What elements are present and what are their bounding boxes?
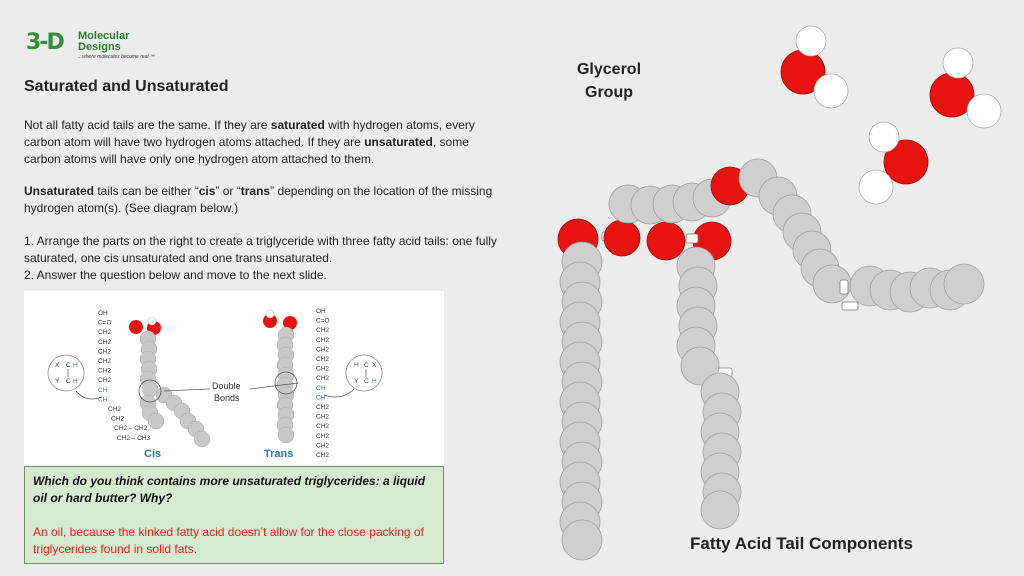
formula-line: CH2 [316, 346, 329, 353]
formula-line: CH2 [316, 423, 329, 430]
glycerol-hydroxyl-1[interactable] [780, 25, 849, 109]
logo: 3-D Molecular Designs ...where molecules… [26, 28, 155, 64]
formula-line: CH2 [316, 433, 329, 440]
cis-label: Cis [144, 448, 161, 460]
svg-text:H: H [73, 362, 78, 369]
bold-saturated: saturated [270, 118, 325, 132]
instructions: 1. Arrange the parts on the right to cre… [24, 233, 504, 284]
logo-mark: 3-D [26, 30, 65, 55]
text-span: ” depending on the location of the missi… [24, 184, 493, 215]
formula-line: CH [316, 385, 326, 392]
formula-line: CH2 – CH3 [117, 435, 151, 442]
formula-line: CH2 [316, 404, 329, 411]
formula-line: CH2 [316, 375, 329, 382]
svg-text:Y: Y [55, 378, 60, 385]
paragraph-cis-trans: Unsaturated tails can be either “cis” or… [24, 183, 504, 217]
formula-line: OH [98, 310, 108, 317]
formula-line: CH2 [316, 442, 329, 449]
svg-text:C: C [364, 362, 369, 369]
formula-line: CH2 [98, 368, 111, 375]
question-text: Which do you think contains more unsatur… [33, 474, 426, 505]
fatty-acid-tail-middle[interactable] [676, 246, 742, 530]
bold-trans: trans [240, 184, 271, 198]
fatty-acid-label: Fatty Acid Tail Components [690, 534, 913, 553]
trans-model [263, 309, 298, 444]
formula-line: CH2 – CH2 [114, 425, 148, 432]
formula-line: CH2 [98, 348, 111, 355]
double-bonds-label: Double [212, 381, 241, 391]
logo-name-line1: Molecular [78, 30, 130, 42]
svg-text:H: H [354, 362, 359, 369]
formula-line: OH [316, 308, 326, 315]
formula-line: CH2 [111, 416, 124, 423]
formula-line: CH [98, 396, 108, 403]
slide-title: Saturated and Unsaturated [24, 78, 229, 95]
formula-line: C=O [98, 320, 112, 327]
formula-line: CH2 [98, 329, 111, 336]
svg-text:C: C [66, 362, 71, 369]
svg-text:C: C [66, 378, 71, 385]
glycerol-hydroxyl-2[interactable] [929, 47, 1002, 129]
fatty-acid-tail-right[interactable] [849, 263, 985, 313]
text-span: ” or “ [215, 184, 241, 198]
formula-line: CH2 [316, 327, 329, 334]
instruction-1: 1. Arrange the parts on the right to cre… [24, 234, 497, 265]
glycerol-label: Glycerol Group [576, 61, 642, 101]
fatty-acid-tail-left[interactable] [557, 218, 603, 561]
text-span: , some carbon atoms will have only one h… [24, 135, 469, 166]
cis-model [129, 316, 211, 448]
formula-line: CH [98, 387, 108, 394]
bold-unsaturated: unsaturated [364, 135, 433, 149]
svg-text:C: C [364, 378, 369, 385]
text-span: with hydrogen atoms, every carbon atom w… [24, 118, 475, 149]
bold-unsaturated: Unsaturated [24, 184, 95, 198]
bold-cis: cis [198, 184, 216, 198]
text-span: tails can be either “ [94, 184, 199, 198]
paragraph-saturation: Not all fatty acid tails are the same. I… [24, 117, 504, 168]
svg-text:Y: Y [354, 378, 359, 385]
question-box: Which do you think contains more unsatur… [24, 466, 444, 564]
formula-line: CH2 [316, 337, 329, 344]
glycerol-hydroxyl-3[interactable] [858, 121, 929, 205]
text-span: Not all fatty acid tails are the same. I… [24, 118, 271, 132]
svg-text:X: X [372, 362, 377, 369]
svg-text:H: H [73, 378, 78, 385]
trans-callout: H C X Y C H [323, 354, 383, 398]
formula-line: CH2 [316, 414, 329, 421]
formula-line: CH2 [316, 356, 329, 363]
formula-line: CH2 [98, 358, 111, 365]
cis-callout: X C H Y C H [47, 354, 103, 400]
glycerol-backbone[interactable] [603, 158, 852, 304]
logo-tagline: ...where molecules become real ™ [78, 54, 155, 60]
formula-line: CH2 [98, 377, 111, 384]
formula-line: C=O [316, 318, 330, 325]
trans-label: Trans [264, 448, 293, 460]
logo-name-line2: Designs [78, 41, 121, 53]
double-bonds-label-2: Bonds [214, 393, 240, 403]
instruction-2: 2. Answer the question below and move to… [24, 268, 327, 282]
formula-line: CH [316, 394, 326, 401]
formula-line: CH2 [108, 406, 121, 413]
molecule-parts-area [557, 25, 1002, 561]
svg-text:H: H [372, 378, 377, 385]
formula-line: CH2 [316, 366, 329, 373]
answer-text: An oil, because the kinked fatty acid do… [33, 525, 424, 556]
formula-line: CH2 [98, 339, 111, 346]
formula-line: CH2 [316, 452, 329, 459]
svg-text:X: X [55, 362, 60, 369]
